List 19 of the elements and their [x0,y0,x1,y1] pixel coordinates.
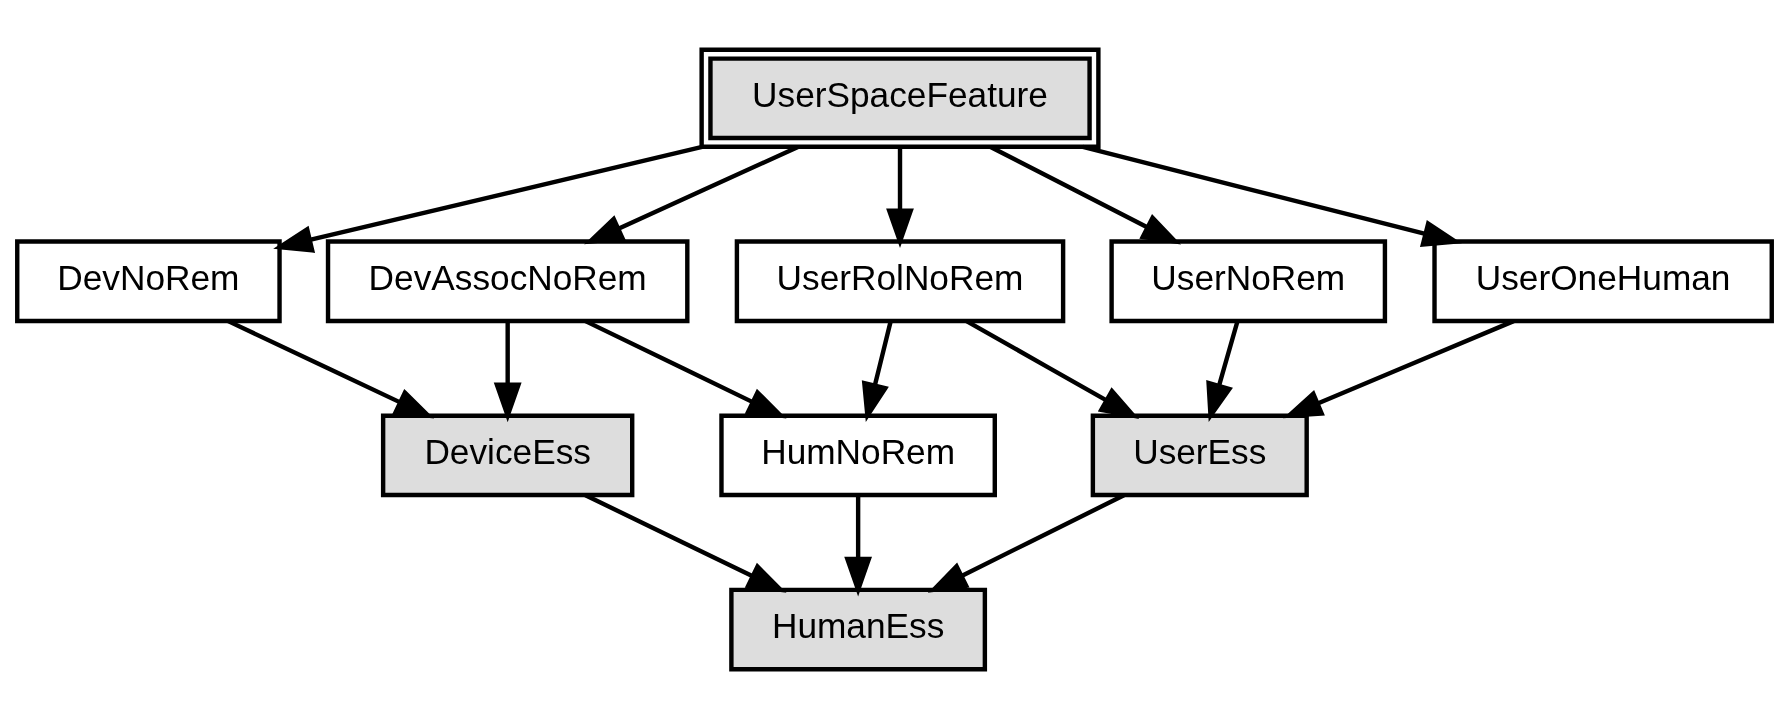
node-box: UserNoRem [1109,239,1388,324]
arrow [844,495,873,597]
arrow [886,147,914,249]
node-box: DeviceEss [380,413,635,498]
arrow [861,320,893,423]
node-box: HumanEss [729,587,988,672]
arrow [584,144,799,245]
node-box: UserEss [1090,413,1309,498]
arrow [1206,320,1240,423]
node-box: UserRolNoRem [734,239,1066,324]
node-box: DevAssocNoRem [325,239,690,324]
arrow [1082,144,1462,247]
arrow [989,145,1182,245]
arrow [493,321,522,423]
arrow [273,144,703,253]
node-box: HumNoRem [719,413,997,498]
node-box: UserOneHuman [1432,239,1774,324]
node-box: UserSpaceFeature [699,47,1101,149]
node-box: DevNoRem [15,239,282,324]
